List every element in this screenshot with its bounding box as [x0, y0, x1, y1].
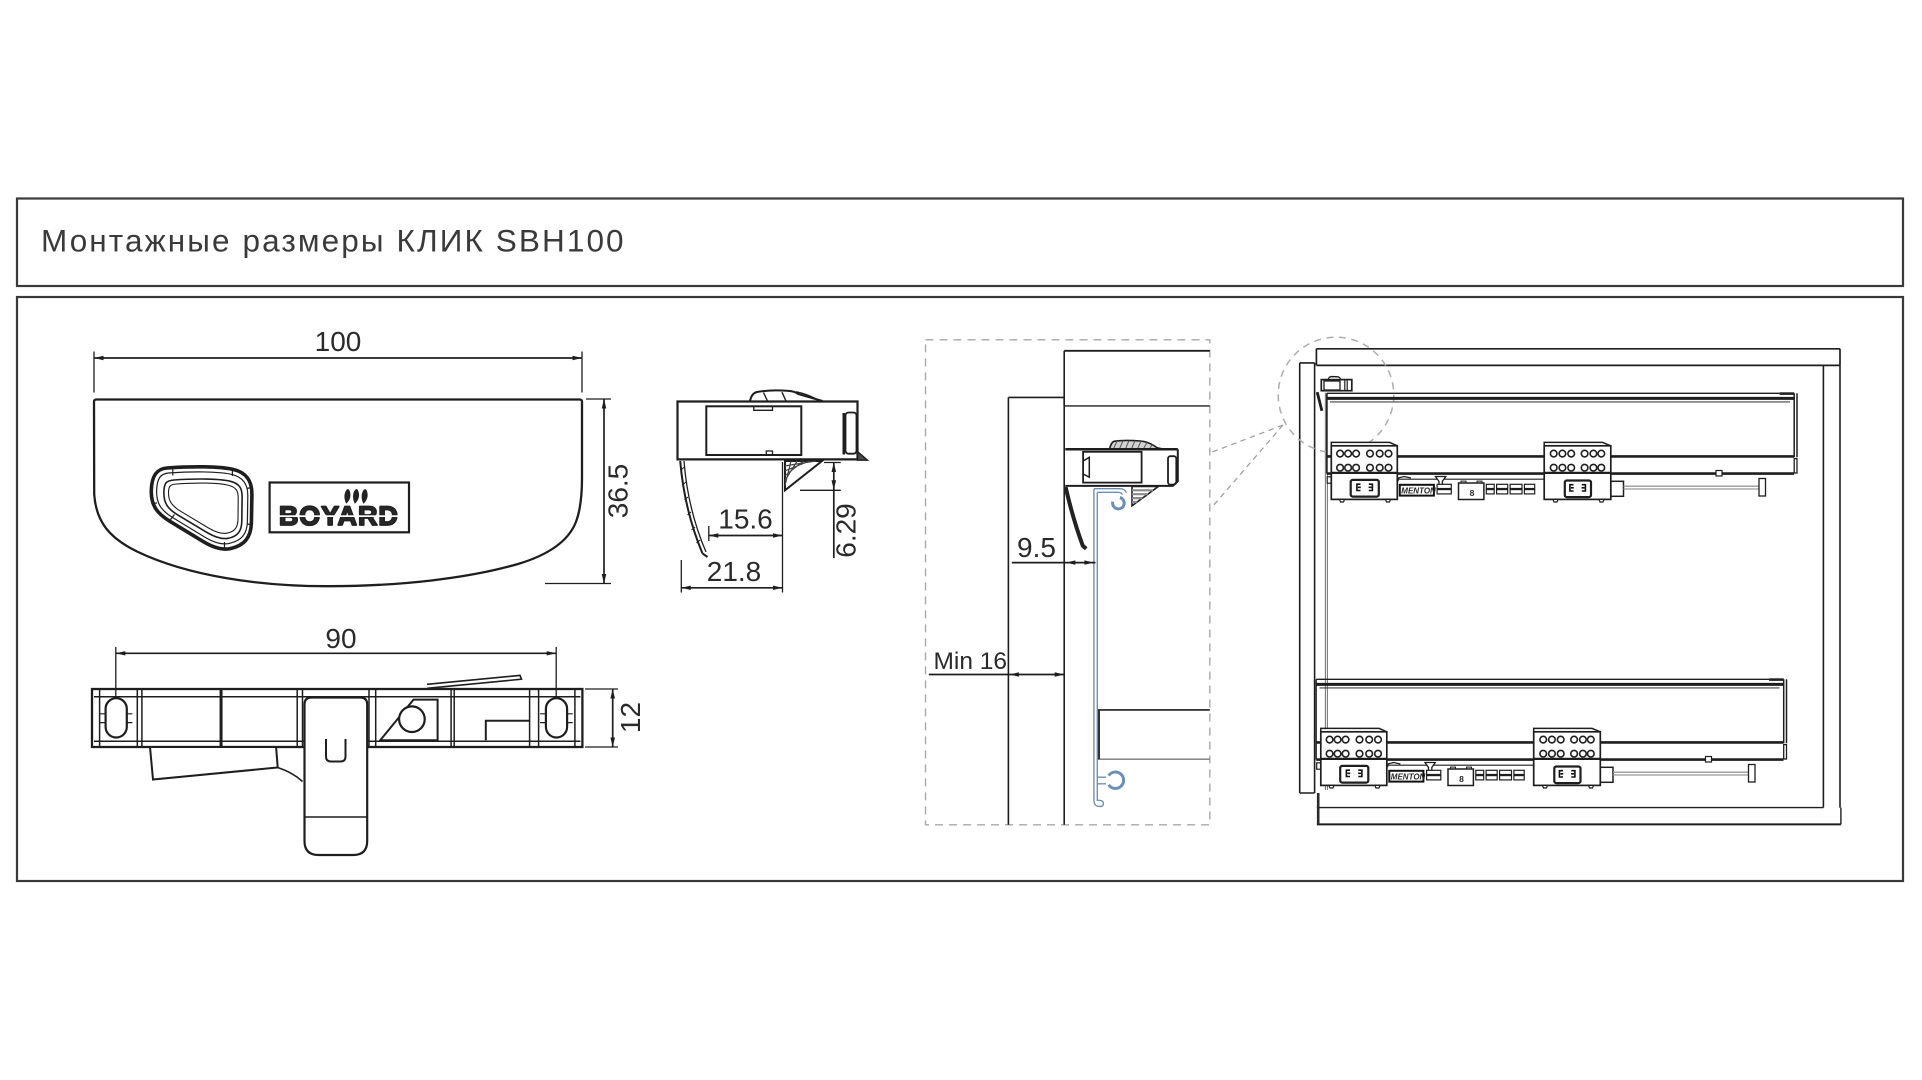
svg-text:90: 90 — [325, 623, 356, 654]
svg-text:100: 100 — [315, 326, 362, 357]
svg-text:9.5: 9.5 — [1017, 532, 1056, 563]
svg-text:8: 8 — [1470, 488, 1475, 498]
svg-text:12: 12 — [615, 702, 646, 733]
svg-text:6.29: 6.29 — [831, 503, 862, 558]
svg-text:36.5: 36.5 — [603, 464, 634, 519]
svg-text:Min 16: Min 16 — [934, 648, 1008, 675]
svg-text:MENTON: MENTON — [1401, 487, 1436, 496]
svg-text:Монтажные размеры КЛИК SBH100: Монтажные размеры КЛИК SBH100 — [41, 223, 626, 259]
svg-text:15.6: 15.6 — [718, 504, 773, 535]
svg-text:21.8: 21.8 — [707, 556, 762, 587]
